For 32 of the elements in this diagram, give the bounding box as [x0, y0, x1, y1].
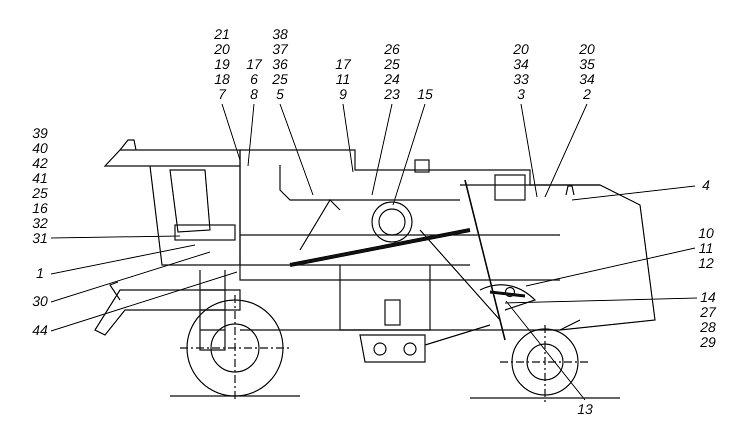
leader-line	[392, 104, 426, 206]
leader-line	[50, 236, 180, 238]
callout-number: 38 37 36 25 5	[267, 27, 293, 102]
callout-number: 17 6 8	[241, 57, 267, 102]
leader-line	[520, 104, 538, 198]
callout-number: 10 11 12	[693, 226, 719, 271]
callout-number: 30	[27, 294, 53, 309]
callout-number: 20 35 34 2	[574, 42, 600, 102]
callout-number: 44	[27, 323, 53, 338]
callout-number: 15	[412, 87, 438, 102]
callout-number: 17 11 9	[330, 57, 356, 102]
leader-line	[342, 104, 354, 172]
callout-number: 4	[693, 178, 719, 193]
leader-line	[222, 104, 240, 160]
callout-number: 21 20 19 18 7	[209, 27, 235, 102]
leader-line	[280, 104, 314, 196]
callout-number: 39 40 42 41 25 16 32 31	[27, 126, 53, 246]
callout-number: 14 27 28 29	[695, 290, 721, 350]
callout-number: 1	[27, 266, 53, 281]
leader-line	[248, 104, 254, 166]
leader-line	[506, 300, 586, 400]
leader-line	[526, 248, 696, 286]
callout-number: 26 25 24 23	[379, 42, 405, 102]
leader-line	[50, 244, 196, 274]
leader-line	[504, 298, 698, 304]
callout-number: 20 34 33 3	[508, 42, 534, 102]
leader-line	[50, 252, 210, 302]
leader-line	[50, 272, 238, 332]
callout-number: 13	[572, 402, 598, 417]
leader-line	[572, 186, 696, 200]
leader-line	[372, 104, 392, 196]
leader-line	[544, 104, 588, 198]
